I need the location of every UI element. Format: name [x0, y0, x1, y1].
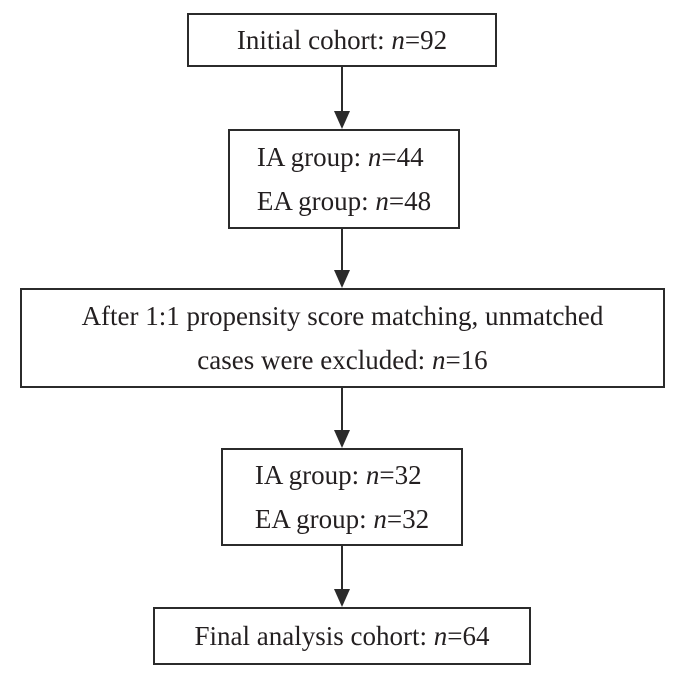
flow-box-text: Final analysis cohort: n=64	[195, 614, 490, 658]
flow-arrow-2	[334, 229, 351, 288]
flow-arrow-4	[334, 546, 351, 607]
text-line: After 1:1 propensity score matching, unm…	[81, 301, 604, 331]
flow-arrow-3	[334, 388, 351, 448]
arrow-stem	[340, 388, 344, 430]
text-line: IA group: n=32	[254, 460, 422, 490]
text-line: Initial cohort: n=92	[236, 25, 448, 55]
flow-box-text: After 1:1 propensity score matching, unm…	[82, 294, 604, 382]
arrow-head-icon	[334, 589, 350, 607]
text-line: EA group: n=32	[254, 504, 430, 534]
text-line: EA group: n=48	[256, 186, 432, 216]
text-line: cases were excluded: n=16	[197, 345, 488, 375]
flow-box-groups-before-matching: IA group: n=44 EA group: n=48	[228, 129, 460, 229]
flow-box-initial-cohort: Initial cohort: n=92	[187, 13, 497, 67]
flow-box-propensity-matching-exclusion: After 1:1 propensity score matching, unm…	[20, 288, 665, 388]
flow-box-text: IA group: n=44 EA group: n=48	[257, 135, 431, 223]
arrow-head-icon	[334, 111, 350, 129]
flow-arrow-1	[334, 67, 351, 129]
arrow-stem	[340, 67, 344, 111]
flow-box-final-analysis-cohort: Final analysis cohort: n=64	[153, 607, 531, 665]
text-line: Final analysis cohort: n=64	[194, 621, 490, 651]
text-line: IA group: n=44	[256, 142, 424, 172]
flow-box-text: IA group: n=32 EA group: n=32	[255, 453, 429, 541]
arrow-head-icon	[334, 430, 350, 448]
arrow-head-icon	[334, 270, 350, 288]
flow-box-groups-after-matching: IA group: n=32 EA group: n=32	[221, 448, 463, 546]
arrow-stem	[340, 546, 344, 589]
arrow-stem	[340, 229, 344, 270]
flow-box-text: Initial cohort: n=92	[237, 18, 447, 62]
